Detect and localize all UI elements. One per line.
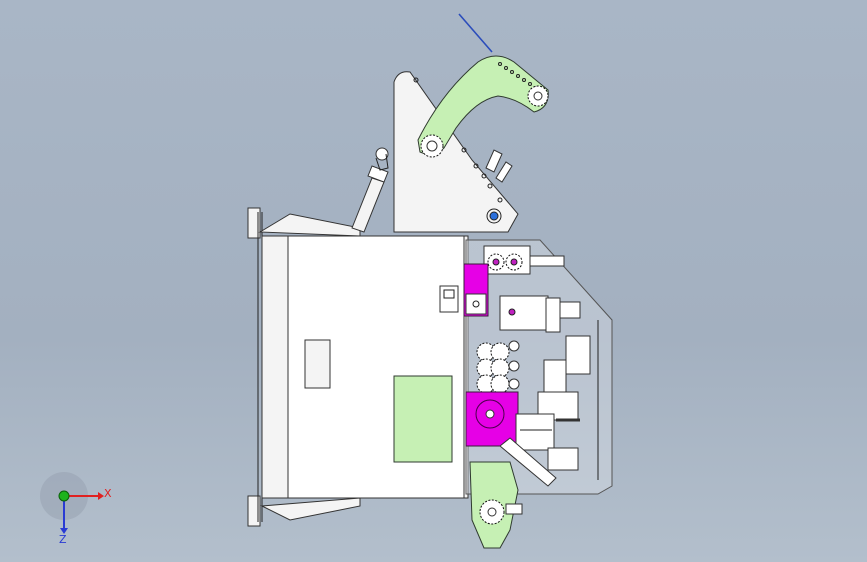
y-axis-dot (58, 490, 70, 502)
top-roller-assembly (483, 245, 565, 275)
x-axis-label: X (104, 487, 112, 500)
valve-assembly (537, 335, 591, 421)
axis-triad: X Z (40, 472, 112, 546)
gear-train (476, 340, 520, 394)
motor-block-upper (439, 263, 489, 317)
roller-pair (485, 149, 513, 183)
motor-block-lower (465, 391, 580, 451)
lower-linkage (499, 437, 579, 487)
upper-mounting-plate (393, 71, 519, 233)
green-panel (393, 375, 453, 463)
inspection-window (304, 339, 331, 389)
bottom-bracket (469, 461, 523, 549)
arm-pivot-gear-lower (420, 134, 444, 158)
z-axis-label: Z (59, 533, 67, 546)
pneumatic-cylinder (351, 147, 389, 233)
clamp-block (499, 295, 581, 333)
left-frame (247, 207, 361, 527)
arm-pivot-gear-upper (527, 85, 549, 107)
cable-wire (458, 13, 493, 53)
main-housing (261, 235, 469, 499)
